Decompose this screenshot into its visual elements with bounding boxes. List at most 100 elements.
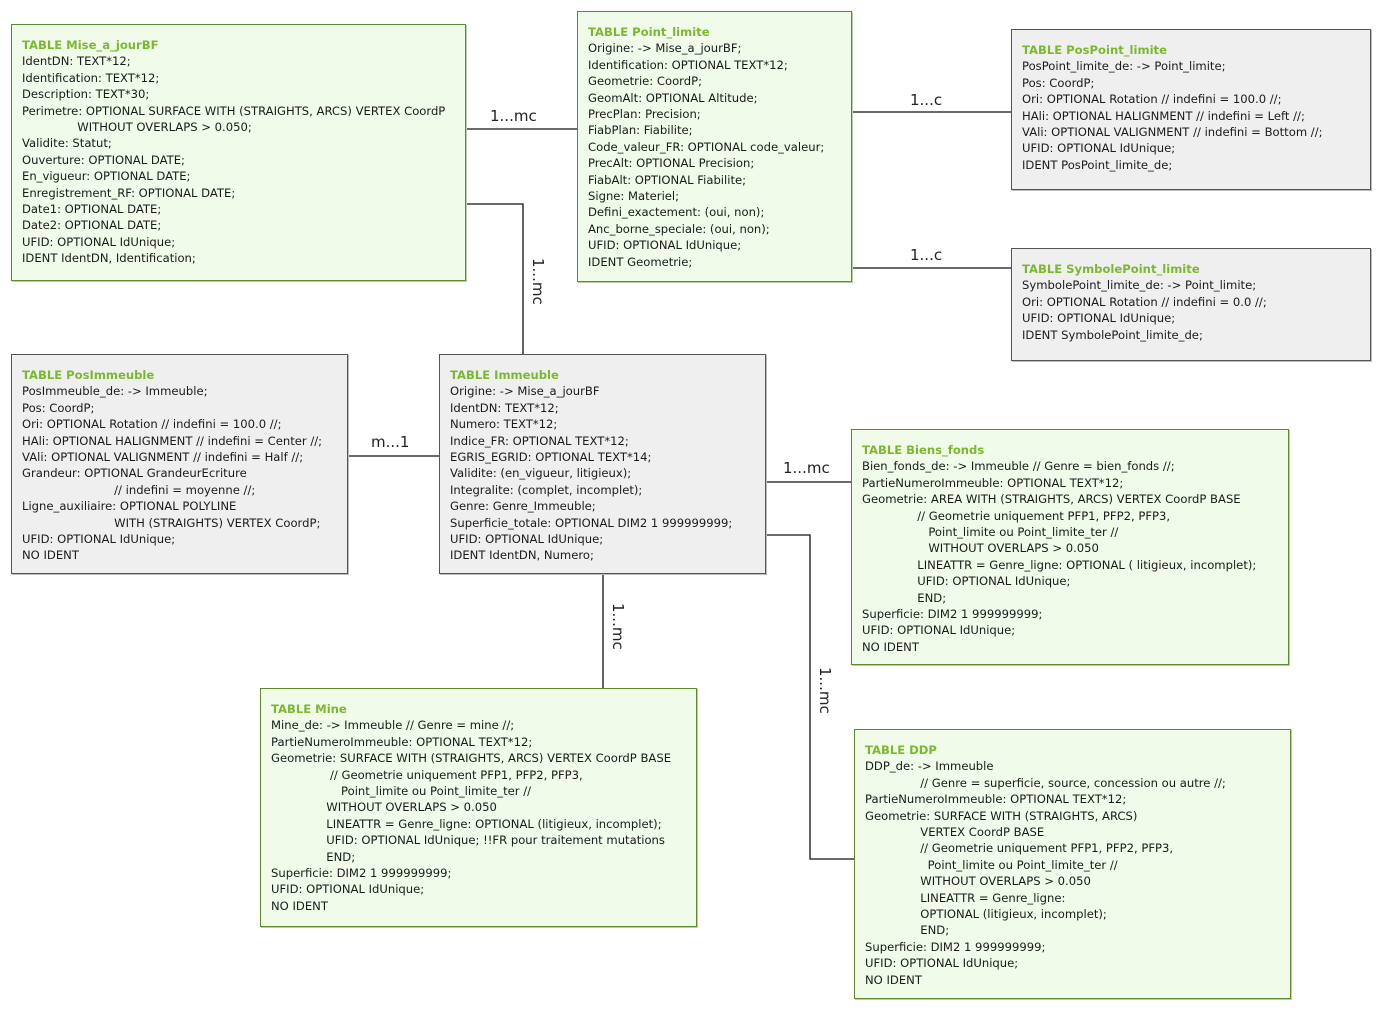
table-title: TABLE SymbolePoint_limite [1022, 262, 1200, 276]
table-field: Defini_exactement: (oui, non); [588, 205, 765, 220]
table-field: VAli: OPTIONAL VALIGNMENT // indefini = … [1022, 125, 1323, 140]
table-field: END; [865, 923, 950, 938]
table-field: Identification: TEXT*12; [22, 70, 160, 85]
table-field: IDENT PosPoint_limite_de; [1022, 157, 1173, 172]
table-field: WITH (STRAIGHTS) VERTEX CoordP; [22, 515, 321, 530]
table-field: FiabPlan: Fiabilite; [588, 123, 693, 138]
table-field: Superficie: DIM2 1 999999999; [862, 607, 1043, 622]
table-field: UFID: OPTIONAL IdUnique; [22, 532, 176, 547]
table-field: Numero: TEXT*12; [450, 417, 558, 432]
table-field: NO IDENT [862, 639, 919, 654]
table-field: Enregistrement_RF: OPTIONAL DATE; [22, 185, 236, 200]
table-field: END; [862, 590, 947, 605]
table-mise-a-jour-bf[interactable]: TABLE Mise_a_jourBF IdentDN: TEXT*12;Iden… [11, 24, 466, 281]
table-field: Point_limite ou Point_limite_ter // [271, 784, 532, 799]
table-field: NO IDENT [271, 898, 328, 913]
table-field: WITHOUT OVERLAPS > 0.050 [865, 874, 1091, 889]
table-field: UFID: OPTIONAL IdUnique; [862, 623, 1016, 638]
table-field: LINEATTR = Genre_ligne: OPTIONAL (litigi… [271, 816, 662, 831]
table-field: Point_limite ou Point_limite_ter // [865, 857, 1118, 872]
table-field: // Geometrie uniquement PFP1, PFP2, PFP3… [862, 508, 1171, 523]
cardinality-misejour-pointlimite: 1...mc [490, 107, 537, 125]
table-title: TABLE PosPoint_limite [1022, 43, 1167, 57]
table-field: Ori: OPTIONAL Rotation // indefini = 100… [1022, 92, 1282, 107]
table-field: Geometrie: CoordP; [588, 74, 702, 89]
table-field: FiabAlt: OPTIONAL Fiabilite; [588, 172, 747, 187]
table-field: Anc_borne_speciale: (oui, non); [588, 221, 770, 236]
table-field: Geometrie: AREA WITH (STRAIGHTS, ARCS) V… [862, 492, 1241, 507]
table-field: UFID: OPTIONAL IdUnique; [862, 574, 1071, 589]
table-field: Description: TEXT*30; [22, 87, 150, 102]
table-field: PrecAlt: OPTIONAL Precision; [588, 156, 755, 171]
table-field: Perimetre: OPTIONAL SURFACE WITH (STRAIG… [22, 103, 446, 118]
table-field: // Geometrie uniquement PFP1, PFP2, PFP3… [865, 841, 1174, 856]
table-field: DDP_de: -> Immeuble [865, 759, 994, 774]
link-immeuble-ddp [765, 534, 855, 860]
table-field: LINEATTR = Genre_ligne: [865, 890, 1066, 905]
cardinality-immeuble-biensfonds: 1...mc [783, 459, 830, 477]
table-field: WITHOUT OVERLAPS > 0.050; [22, 120, 252, 135]
table-field: Grandeur: OPTIONAL GrandeurEcriture [22, 466, 247, 481]
table-field: IDENT Geometrie; [588, 254, 693, 269]
table-field: HAli: OPTIONAL HALIGNMENT // indefini = … [1022, 108, 1305, 123]
table-field: END; [271, 849, 356, 864]
cardinality-misejour-immeuble: 1...mc [529, 258, 547, 305]
table-field: PartieNumeroImmeuble: OPTIONAL TEXT*12; [865, 792, 1127, 807]
table-field: Superficie_totale: OPTIONAL DIM2 1 99999… [450, 515, 733, 530]
cardinality-pointlimite-pospoint: 1...c [910, 91, 943, 109]
table-field: Validite: (en_vigueur, litigieux); [450, 466, 632, 481]
table-field: Bien_fonds_de: -> Immeuble // Genre = bi… [862, 459, 1175, 474]
cardinality-immeuble-mine: 1...mc [609, 603, 627, 650]
table-field: // indefini = moyenne //; [22, 482, 256, 497]
table-field: UFID: OPTIONAL IdUnique; !!FR pour trait… [271, 833, 665, 848]
table-title: TABLE Biens_fonds [862, 443, 985, 457]
table-field: IDENT IdentDN, Numero; [450, 548, 594, 563]
table-field: Origine: -> Mise_a_jourBF; [588, 41, 742, 56]
table-field: Ori: OPTIONAL Rotation // indefini = 100… [22, 417, 282, 432]
table-field: PartieNumeroImmeuble: OPTIONAL TEXT*12; [862, 475, 1124, 490]
cardinality-pointlimite-symbole: 1...c [910, 246, 943, 264]
table-field: UFID: OPTIONAL IdUnique; [865, 956, 1019, 971]
table-field: VAli: OPTIONAL VALIGNMENT // indefini = … [22, 450, 304, 465]
table-field: GeomAlt: OPTIONAL Altitude; [588, 90, 758, 105]
table-field: IdentDN: TEXT*12; [450, 400, 559, 415]
table-title: TABLE PosImmeuble [22, 368, 155, 382]
table-field: UFID: OPTIONAL IdUnique; [1022, 141, 1176, 156]
table-field: PartieNumeroImmeuble: OPTIONAL TEXT*12; [271, 734, 533, 749]
cardinality-posimmeuble-immeuble: m...1 [371, 433, 410, 451]
table-field: SymbolePoint_limite_de: -> Point_limite; [1022, 278, 1257, 293]
table-title: TABLE Point_limite [588, 25, 710, 39]
table-field: IDENT SymbolePoint_limite_de; [1022, 327, 1203, 342]
table-field: // Geometrie uniquement PFP1, PFP2, PFP3… [271, 767, 583, 782]
table-field: VERTEX CoordP BASE [865, 825, 1045, 840]
table-field: PosImmeuble_de: -> Immeuble; [22, 384, 208, 399]
table-field: Superficie: DIM2 1 999999999; [271, 866, 452, 881]
table-title: TABLE Mise_a_jourBF [22, 38, 159, 52]
table-title: TABLE Mine [271, 702, 347, 716]
table-field: WITHOUT OVERLAPS > 0.050 [271, 800, 497, 815]
table-field: PrecPlan: Precision; [588, 107, 701, 122]
table-field: UFID: OPTIONAL IdUnique; [1022, 311, 1176, 326]
table-field: Geometrie: SURFACE WITH (STRAIGHTS, ARCS… [271, 751, 672, 766]
table-field: LINEATTR = Genre_ligne: OPTIONAL ( litig… [862, 557, 1257, 572]
table-field: Origine: -> Mise_a_jourBF [450, 384, 600, 399]
table-field: UFID: OPTIONAL IdUnique; [588, 238, 742, 253]
table-title: TABLE Immeuble [450, 368, 559, 382]
table-field: WITHOUT OVERLAPS > 0.050 [862, 541, 1099, 556]
table-field: IdentDN: TEXT*12; [22, 54, 131, 69]
table-field: Point_limite ou Point_limite_ter // [862, 525, 1119, 540]
table-field: HAli: OPTIONAL HALIGNMENT // indefini = … [22, 433, 323, 448]
table-field: En_vigueur: OPTIONAL DATE; [22, 169, 191, 184]
table-field: Mine_de: -> Immeuble // Genre = mine //; [271, 718, 515, 733]
table-field: Genre: Genre_Immeuble; [450, 499, 596, 514]
table-field: UFID: OPTIONAL IdUnique; [271, 882, 425, 897]
